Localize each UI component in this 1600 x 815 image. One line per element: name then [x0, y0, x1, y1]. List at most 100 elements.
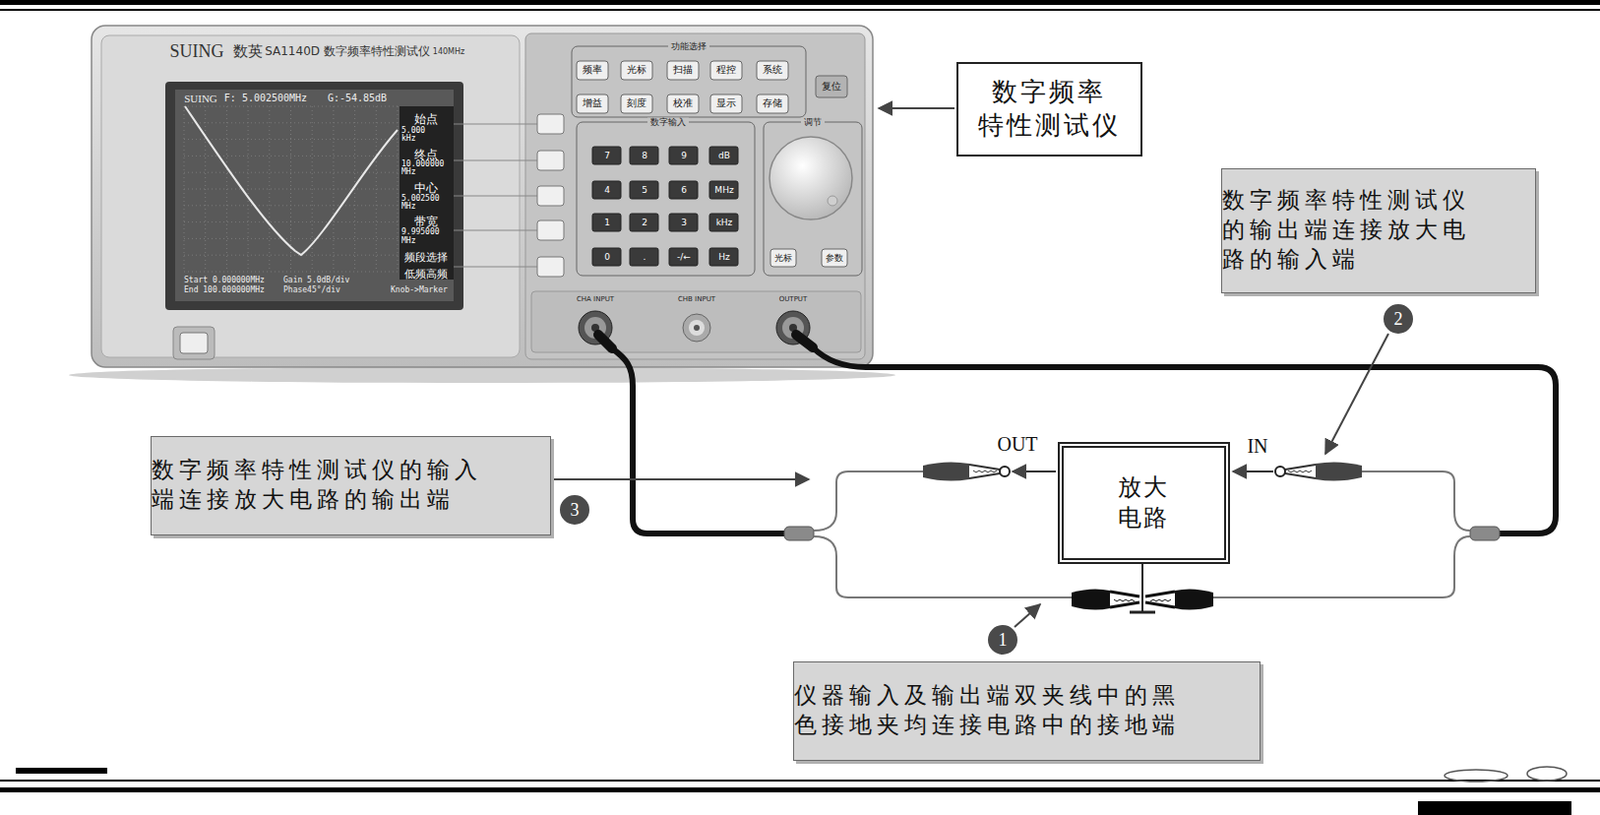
menu-item: 始点 — [414, 113, 438, 125]
menu-value: MHz — [401, 237, 416, 246]
model-name: 140MHz — [432, 48, 465, 57]
screen — [184, 106, 398, 255]
ground-clip — [1145, 588, 1214, 610]
power-button — [173, 326, 215, 360]
screen-text: Knob->Marker — [390, 286, 448, 295]
screen-text: SUING — [184, 93, 218, 105]
softkey — [453, 123, 538, 125]
function-key — [710, 94, 742, 114]
menu-item: 频段选择 — [404, 251, 448, 263]
screen-grid — [184, 271, 398, 273]
menu-item: 带宽 — [414, 215, 438, 228]
instrument-body — [525, 33, 865, 360]
signal-clip — [1275, 461, 1362, 481]
function-key: 系统 — [762, 64, 783, 75]
connector-panel — [693, 324, 700, 331]
instrument-body — [91, 25, 873, 368]
menu-item: 低频高频 — [404, 268, 448, 280]
keypad-key — [629, 213, 659, 232]
screen-grid — [184, 204, 398, 206]
menu-value: 5.000 — [401, 126, 426, 135]
screen-grid — [184, 238, 398, 240]
power-button — [173, 326, 215, 360]
box-text: 放大 电路 — [1117, 472, 1170, 534]
clip-wire — [813, 471, 925, 531]
menu-item: 终点 — [414, 148, 438, 161]
callout-number: 3 — [570, 500, 580, 519]
keypad-key: 4 — [604, 185, 611, 195]
screen — [399, 106, 454, 280]
screen-grid — [375, 106, 377, 272]
page-rule — [15, 767, 108, 774]
screen — [175, 89, 454, 302]
page-rule — [0, 779, 1600, 782]
function-key — [667, 94, 699, 114]
function-key — [620, 61, 653, 80]
brand-name: SUING — [169, 42, 224, 61]
keypad-key: 3 — [680, 218, 687, 228]
ground-clip — [1109, 591, 1140, 608]
softkey — [453, 195, 538, 197]
ground-symbol — [1141, 563, 1144, 613]
power-button — [180, 332, 208, 354]
softkey — [453, 114, 564, 277]
keypad-key — [669, 213, 698, 232]
box-text: 数字频率特性测试仪的输入 端连接放大电路的输出端 — [151, 455, 483, 515]
keypad-key: -/← — [676, 252, 691, 262]
panel-group — [763, 122, 862, 276]
model-name: SA1140D 数字频率特性测试仪 — [264, 45, 431, 58]
ground-symbol — [1129, 563, 1156, 613]
instrument-body — [68, 25, 896, 383]
keypad-key: 8 — [641, 151, 648, 161]
callout-box: 数字频率特性测试仪 的输出端连接放大电 路的输入端 — [1221, 168, 1537, 294]
function-key — [620, 94, 653, 114]
function-key — [770, 248, 797, 267]
function-key: 显示 — [716, 98, 737, 109]
connector-panel — [531, 291, 862, 353]
box-text: 数字频率特性测试仪 的输出端连接放大电 路的输入端 — [1222, 185, 1471, 275]
screen-grid — [184, 188, 398, 190]
keypad-key — [709, 146, 739, 165]
screen-grid — [268, 106, 270, 272]
keypad-key — [709, 181, 739, 199]
tuning-knob — [827, 195, 838, 206]
signal-clip — [923, 461, 970, 481]
function-key — [667, 61, 699, 80]
screen-grid — [184, 254, 398, 256]
knob-key: 光标 — [774, 253, 793, 263]
screen-grid — [204, 106, 206, 272]
softkey — [537, 114, 564, 134]
keypad-key — [592, 181, 621, 199]
connector-panel — [682, 313, 711, 342]
test-cable — [796, 334, 813, 348]
test-cable — [612, 348, 785, 534]
clip-wire — [813, 536, 1073, 598]
ground-clip — [1113, 599, 1135, 602]
screen-grid — [184, 106, 398, 108]
panel-group — [576, 122, 755, 276]
group-title: 功能选择 — [668, 42, 710, 52]
softkey — [537, 185, 564, 206]
screen-grid — [184, 122, 398, 124]
keypad-key — [629, 247, 659, 266]
port-name: CHB INPUT — [677, 296, 716, 304]
keypad-key: kHz — [716, 218, 734, 228]
box-text: 数字频率 特性测试仪 — [978, 75, 1121, 143]
callout-circle — [558, 493, 591, 526]
keypad-key: MHz — [714, 185, 734, 195]
softkey — [537, 150, 564, 171]
knob-key: 参数 — [825, 253, 844, 263]
brand-name: 数英 — [233, 44, 263, 60]
callout-circle — [1382, 303, 1415, 335]
keypad-key: Hz — [718, 252, 731, 262]
function-key — [756, 94, 789, 114]
menu-value: MHz — [401, 168, 416, 177]
callout-circle — [986, 623, 1019, 656]
function-key — [576, 94, 609, 114]
page-rule — [0, 0, 1600, 5]
callout-box: 仪器输入及输出端双夹线中的黑 色接地夹均连接电路中的接地端 — [793, 661, 1261, 761]
connector-panel — [688, 319, 705, 336]
leader-arrow — [878, 107, 955, 110]
keypad-key — [629, 146, 659, 165]
panel-group — [571, 46, 862, 276]
